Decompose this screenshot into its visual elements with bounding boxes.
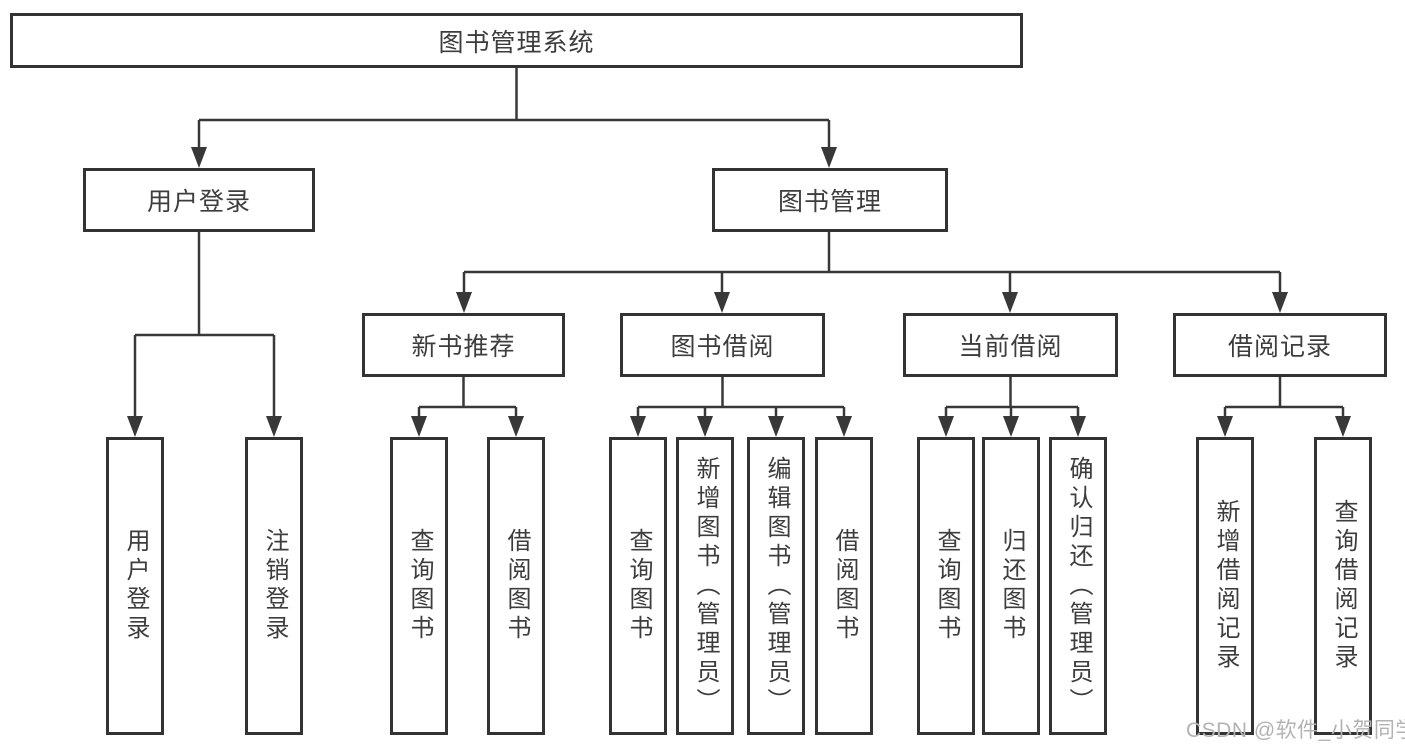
leaf-query-book-2: 查询图书 (609, 437, 667, 735)
leaf-query-borrow-record-label: 查询借阅记录 (1330, 499, 1357, 673)
leaf-borrow-book-2: 借阅图书 (815, 437, 873, 735)
node-user-login: 用户登录 (83, 168, 315, 232)
leaf-query-book-1-label: 查询图书 (406, 528, 433, 644)
node-borrow-record-label: 借阅记录 (1227, 333, 1332, 361)
leaf-query-borrow-record: 查询借阅记录 (1314, 437, 1372, 735)
node-book-borrow-label: 图书借阅 (670, 333, 775, 361)
node-book-borrow: 图书借阅 (620, 313, 825, 377)
node-root: 图书管理系统 (10, 13, 1023, 68)
node-current-borrow: 当前借阅 (903, 313, 1118, 377)
node-root-label: 图书管理系统 (438, 28, 595, 57)
leaf-return-book: 归还图书 (982, 437, 1040, 735)
leaf-add-book-admin-label: 新增图书（管理员） (692, 455, 719, 717)
leaf-query-book-2-label: 查询图书 (625, 528, 652, 644)
leaf-query-book-3: 查询图书 (917, 437, 975, 735)
leaf-confirm-return-admin-label: 确认归还（管理员） (1065, 455, 1092, 717)
leaf-query-book-1: 查询图书 (390, 437, 448, 735)
node-user-login-label: 用户登录 (146, 188, 251, 216)
leaf-confirm-return-admin: 确认归还（管理员） (1049, 437, 1107, 735)
node-book-management: 图书管理 (712, 168, 948, 232)
csdn-watermark: CSDN @软件_小贺同学 (1186, 719, 1405, 742)
leaf-logout: 注销登录 (245, 437, 303, 735)
node-new-book-recommend: 新书推荐 (362, 313, 565, 377)
leaf-edit-book-admin: 编辑图书（管理员） (747, 437, 805, 735)
leaf-return-book-label: 归还图书 (998, 528, 1025, 644)
leaf-add-book-admin: 新增图书（管理员） (676, 437, 734, 735)
leaf-query-book-3-label: 查询图书 (933, 528, 960, 644)
leaf-logout-label: 注销登录 (261, 528, 288, 644)
leaf-add-borrow-record: 新增借阅记录 (1196, 437, 1254, 735)
node-current-borrow-label: 当前借阅 (958, 333, 1063, 361)
leaf-user-login-label: 用户登录 (122, 528, 149, 644)
node-book-management-label: 图书管理 (777, 188, 882, 216)
node-borrow-record: 借阅记录 (1173, 313, 1387, 377)
node-new-book-recommend-label: 新书推荐 (411, 333, 516, 361)
leaf-borrow-book-1-label: 借阅图书 (503, 528, 530, 644)
leaf-user-login: 用户登录 (106, 437, 164, 735)
leaf-edit-book-admin-label: 编辑图书（管理员） (763, 455, 790, 717)
leaf-borrow-book-2-label: 借阅图书 (831, 528, 858, 644)
leaf-borrow-book-1: 借阅图书 (487, 437, 545, 735)
leaf-add-borrow-record-label: 新增借阅记录 (1212, 499, 1239, 673)
